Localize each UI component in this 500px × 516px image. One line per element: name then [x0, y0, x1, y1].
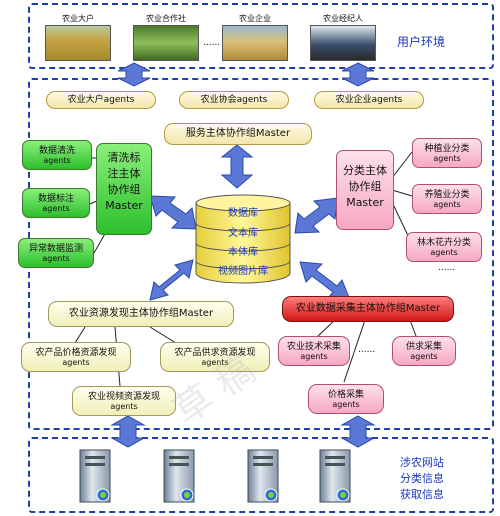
enterprise-photo — [222, 25, 288, 61]
db-label-ontology: 本体库 — [228, 247, 258, 258]
classify-master: 分类主体 协作组 Master — [336, 150, 394, 230]
right-ellipsis: ...... — [438, 263, 456, 273]
price-discover-sub: agents — [62, 358, 90, 367]
classify-master-line-3: Master — [346, 196, 384, 209]
service-master: 服务主体协作组Master — [164, 123, 312, 145]
collect-ellipsis: ...... — [358, 345, 376, 355]
photo-label-broker: 农业经纪人 — [323, 14, 363, 23]
video-discover-title: 农业视频资源发现 — [87, 392, 160, 402]
planting-title: 种植业分类 — [424, 144, 470, 154]
forestry-title: 林木花卉分类 — [416, 238, 471, 248]
classify-master-line-2: 协作组 — [348, 180, 382, 193]
broker-photo — [310, 25, 376, 61]
web-frame — [28, 437, 494, 513]
association-agents: 农业协会agents — [179, 91, 289, 109]
db-label-database: 数据库 — [228, 208, 258, 219]
db-label-text: 文本库 — [228, 228, 258, 239]
farmer-agents: 农业大户agents — [46, 91, 156, 109]
clean-label-master: 清洗标 注主体 协作组 Master — [96, 143, 152, 235]
data-labeling-title: 数据标注 — [37, 194, 74, 204]
clean-master-line-2: 注主体 — [107, 167, 141, 180]
supply-discover-agents: 农产品供求资源发现 agents — [160, 342, 270, 372]
collect-master: 农业数据采集主体协作组Master — [282, 296, 454, 322]
data-labeling-agents: 数据标注 agents — [22, 188, 90, 218]
clean-master-line-3: 协作组 — [107, 183, 141, 196]
clean-master-line-4: Master — [105, 199, 143, 212]
data-cleaning-agents: 数据清洗 agents — [22, 140, 92, 170]
price-collect-agents: 价格采集 agents — [308, 384, 384, 414]
web-label-3: 获取信息 — [400, 488, 444, 501]
data-cleaning-title: 数据清洗 — [38, 146, 75, 156]
photo-ellipsis: ...... — [203, 38, 221, 48]
data-labeling-sub: agents — [42, 204, 70, 213]
supply-discover-title: 农产品供求资源发现 — [174, 348, 256, 358]
tech-collect-agents: 农业技术采集 agents — [278, 336, 350, 366]
servers-row — [79, 449, 351, 503]
forestry-agents: 林木花卉分类 agents — [406, 232, 482, 262]
photo-label-enterprise: 农业企业 — [239, 14, 271, 23]
supply-discover-sub: agents — [201, 358, 229, 367]
data-cleaning-sub: agents — [43, 156, 71, 165]
farmer-photo — [45, 25, 111, 61]
classify-master-line-1: 分类主体 — [343, 164, 387, 177]
photo-label-farmer: 农业大户 — [62, 14, 94, 23]
video-discover-sub: agents — [110, 402, 138, 411]
supply-collect-agents: 供求采集 agents — [392, 336, 456, 366]
price-collect-title: 价格采集 — [327, 390, 364, 400]
price-discover-title: 农产品价格资源发现 — [35, 348, 117, 358]
planting-agents: 种植业分类 agents — [412, 138, 482, 168]
tech-collect-sub: agents — [300, 352, 328, 361]
supply-collect-sub: agents — [410, 352, 438, 361]
breeding-agents: 养殖业分类 agents — [412, 184, 482, 214]
user-env-title: 用户环境 — [397, 35, 446, 49]
database-cylinder — [195, 194, 291, 284]
server-icon-3 — [247, 449, 279, 503]
enterprise-agents: 农业企业agents — [314, 91, 424, 109]
supply-collect-title: 供求采集 — [405, 342, 442, 352]
price-discover-agents: 农产品价格资源发现 agents — [21, 342, 131, 372]
anomaly-sub: agents — [42, 254, 70, 263]
user-env-frame — [28, 3, 494, 69]
tech-collect-title: 农业技术采集 — [286, 342, 341, 352]
web-label-2: 分类信息 — [400, 472, 444, 485]
breeding-title: 养殖业分类 — [424, 190, 470, 200]
db-label-media: 视频图片库 — [218, 266, 268, 277]
breeding-sub: agents — [433, 200, 461, 209]
web-label-1: 涉农网站 — [400, 456, 444, 469]
video-discover-agents: 农业视频资源发现 agents — [72, 386, 176, 416]
clean-master-line-1: 清洗标 — [107, 151, 141, 164]
server-icon-1 — [79, 449, 111, 503]
anomaly-agents: 异常数据监测 agents — [18, 238, 94, 268]
coop-photo — [133, 25, 199, 61]
server-icon-2 — [163, 449, 195, 503]
price-collect-sub: agents — [332, 400, 360, 409]
photo-label-coop: 农业合作社 — [146, 14, 186, 23]
planting-sub: agents — [433, 154, 461, 163]
forestry-sub: agents — [430, 248, 458, 257]
server-icon-4 — [319, 449, 351, 503]
anomaly-title: 异常数据监测 — [28, 244, 83, 254]
discover-master: 农业资源发现主体协作组Master — [48, 301, 234, 327]
